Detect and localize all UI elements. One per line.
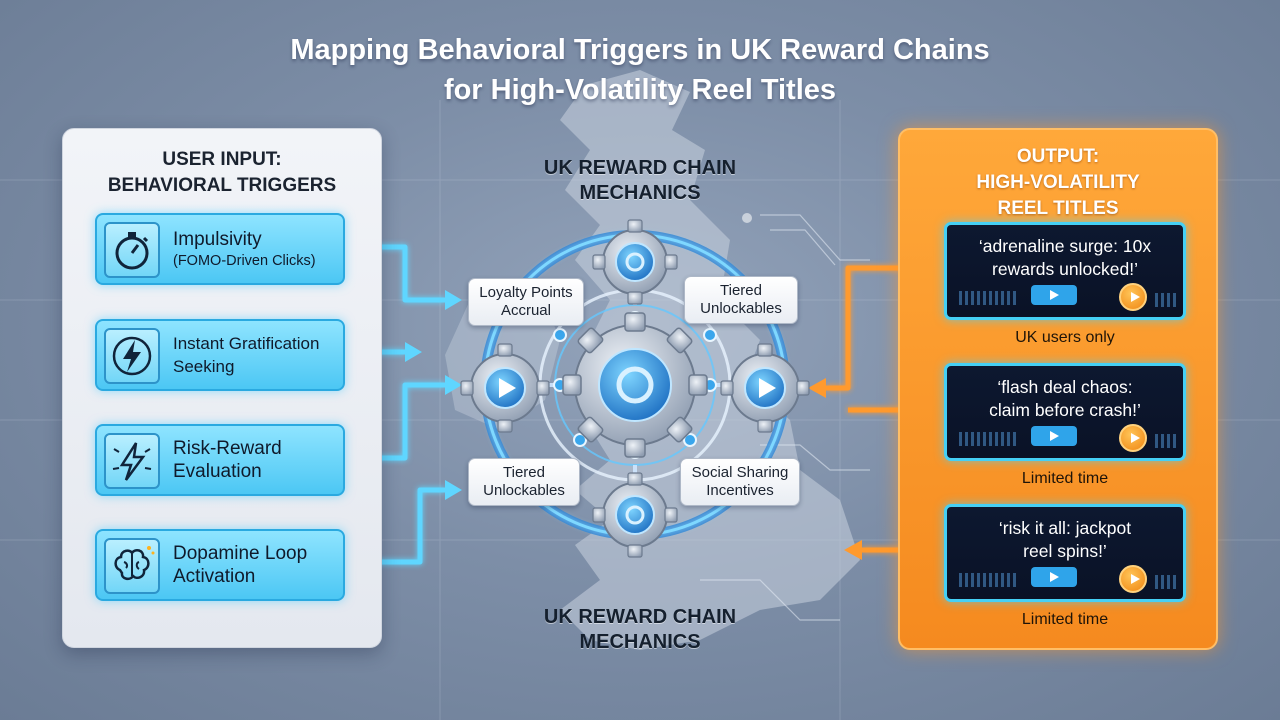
trigger-label: Impulsivity bbox=[173, 228, 262, 250]
input-arrowheads bbox=[405, 290, 462, 500]
trigger-label: Dopamine Loop bbox=[173, 543, 308, 564]
top-gear-icon bbox=[592, 219, 678, 305]
play-orb-icon[interactable] bbox=[1119, 565, 1147, 593]
stopwatch-icon bbox=[104, 222, 160, 278]
center-heading-bottom: UK REWARD CHAIN MECHANICS bbox=[543, 606, 737, 653]
output-heading: OUTPUT: HIGH-VOLATILITY REEL TITLES bbox=[976, 146, 1140, 219]
reel-title-line-2: claim before crash!’ bbox=[989, 400, 1141, 420]
trigger-risk-reward: Risk-Reward Evaluation bbox=[95, 424, 345, 496]
trigger-label-2: Seeking bbox=[173, 357, 235, 376]
reel-title-line-1: ‘adrenaline surge: 10x bbox=[978, 236, 1152, 256]
trigger-dopamine-loop: Dopamine Loop Activation bbox=[95, 529, 345, 601]
play-button[interactable] bbox=[1031, 426, 1077, 446]
title-line-2: for High-Volatility Reel Titles bbox=[443, 74, 837, 106]
title-line-1: Mapping Behavioral Triggers in UK Reward… bbox=[290, 34, 990, 66]
reel-caption: Limited time bbox=[1021, 611, 1109, 628]
trigger-sublabel: (FOMO-Driven Clicks) bbox=[173, 252, 316, 269]
reel-dots-decoration bbox=[1155, 575, 1177, 589]
reel-title-card: ‘risk it all: jackpot reel spins!’ bbox=[944, 504, 1186, 602]
reel-title-card: ‘adrenaline surge: 10x rewards unlocked!… bbox=[944, 222, 1186, 320]
reel-dots-decoration bbox=[959, 291, 1017, 305]
reel-dots-decoration bbox=[1155, 434, 1177, 448]
reel-caption: Limited time bbox=[1021, 470, 1109, 487]
trigger-label: Instant Gratification bbox=[173, 334, 320, 353]
right-play-gear-icon bbox=[720, 343, 810, 433]
reel-dots-decoration bbox=[959, 432, 1017, 446]
play-orb-icon[interactable] bbox=[1119, 283, 1147, 311]
lightning-icon bbox=[104, 328, 160, 384]
user-input-panel: USER INPUT: BEHAVIORAL TRIGGERS Impulsiv… bbox=[62, 128, 382, 648]
bottom-gear-icon bbox=[592, 472, 678, 558]
circuit-lines bbox=[700, 213, 870, 621]
lightning-spark-icon bbox=[104, 433, 160, 489]
trigger-label-2: Activation bbox=[173, 566, 256, 587]
reel-title-line-1: ‘risk it all: jackpot bbox=[998, 518, 1132, 538]
reel-dots-decoration bbox=[1155, 293, 1177, 307]
trigger-label: Risk-Reward bbox=[173, 438, 282, 459]
diagram-title: Mapping Behavioral Triggers in UK Reward… bbox=[0, 30, 1280, 110]
play-orb-icon[interactable] bbox=[1119, 424, 1147, 452]
reel-dots-decoration bbox=[959, 573, 1017, 587]
user-input-heading: USER INPUT: BEHAVIORAL TRIGGERS bbox=[107, 149, 337, 196]
play-button[interactable] bbox=[1031, 285, 1077, 305]
reel-title-line-1: ‘flash deal chaos: bbox=[997, 377, 1133, 397]
reel-caption: UK users only bbox=[1015, 329, 1115, 346]
trigger-label-2: Evaluation bbox=[173, 461, 262, 482]
center-heading-top: UK REWARD CHAIN MECHANICS bbox=[543, 157, 737, 204]
reel-title-card: ‘flash deal chaos: claim before crash!’ bbox=[944, 363, 1186, 461]
trigger-impulsivity: Impulsivity (FOMO-Driven Clicks) bbox=[95, 213, 345, 285]
left-play-gear-icon bbox=[460, 343, 550, 433]
central-gear-icon bbox=[562, 312, 708, 458]
play-button[interactable] bbox=[1031, 567, 1077, 587]
reel-title-line-2: reel spins!’ bbox=[1023, 541, 1107, 561]
output-panel: OUTPUT: HIGH-VOLATILITY REEL TITLES ‘adr… bbox=[898, 128, 1218, 650]
reel-title-line-2: rewards unlocked!’ bbox=[992, 259, 1138, 279]
brain-icon bbox=[104, 538, 160, 594]
trigger-instant-gratification: Instant Gratification Seeking bbox=[95, 319, 345, 391]
